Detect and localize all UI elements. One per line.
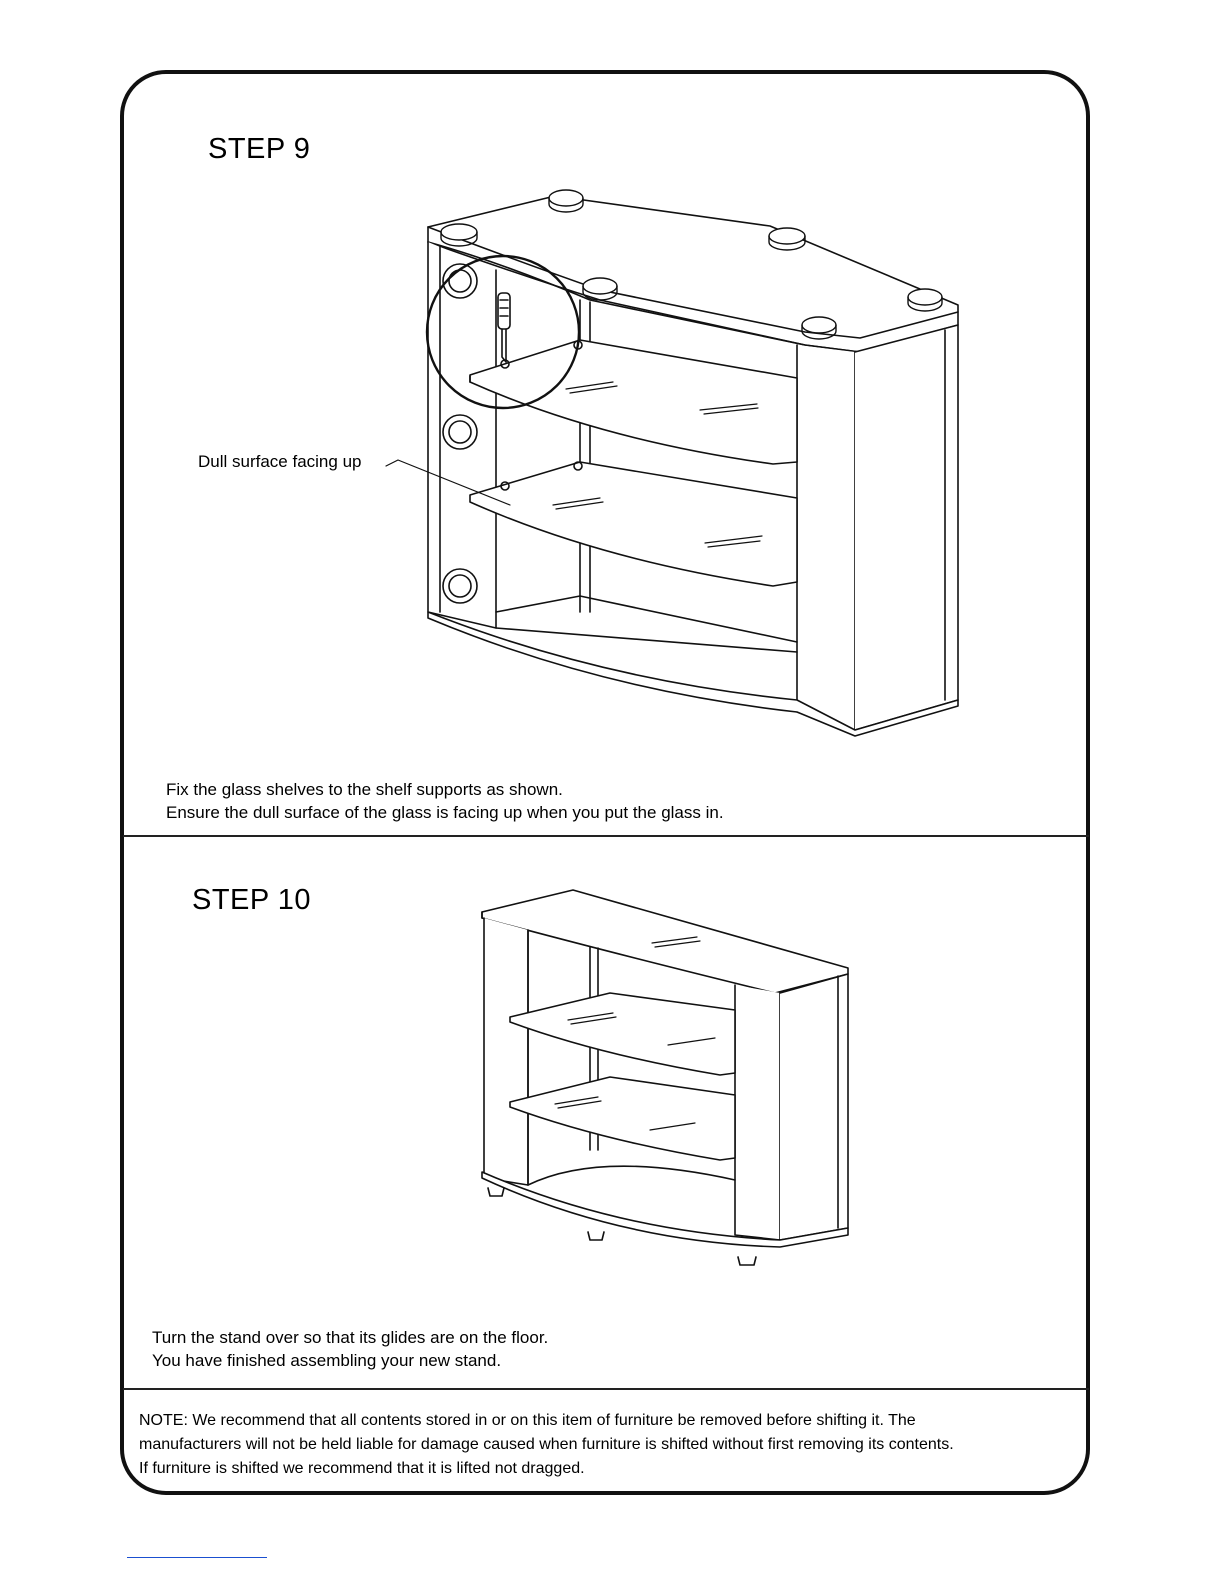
section-divider (123, 835, 1089, 837)
step-10-title: STEP 10 (192, 884, 312, 916)
step-9-instruction-line: Ensure the dull surface of the glass is … (166, 803, 724, 822)
step-9-stand-illustration (385, 189, 959, 737)
glide-icon (440, 189, 943, 340)
step-9-instructions: Fix the glass shelves to the shelf suppo… (166, 778, 724, 824)
detail-circle (425, 254, 581, 410)
step-10-instructions: Turn the stand over so that its glides a… (152, 1326, 548, 1372)
note-line: If furniture is shifted we recommend tha… (139, 1460, 585, 1477)
step-10-instruction-line: You have finished assembling your new st… (152, 1351, 502, 1370)
step-10-instruction-line: Turn the stand over so that its glides a… (152, 1328, 549, 1347)
screwdriver-icon (497, 292, 511, 363)
note-line: manufacturers will not be held liable fo… (139, 1436, 954, 1453)
dull-surface-callout: Dull surface facing up (198, 452, 362, 471)
furniture-note: NOTE: We recommend that all contents sto… (139, 1409, 1084, 1481)
step-10-stand-illustration (481, 889, 849, 1266)
step-9-instruction-line: Fix the glass shelves to the shelf suppo… (166, 780, 563, 799)
page-frame (120, 70, 1090, 1495)
note-line: NOTE: We recommend that all contents sto… (139, 1412, 916, 1429)
footer-link-underline (127, 1557, 267, 1558)
callout-leader (385, 459, 511, 506)
section-divider (123, 1388, 1089, 1390)
step-9-title: STEP 9 (208, 133, 311, 165)
